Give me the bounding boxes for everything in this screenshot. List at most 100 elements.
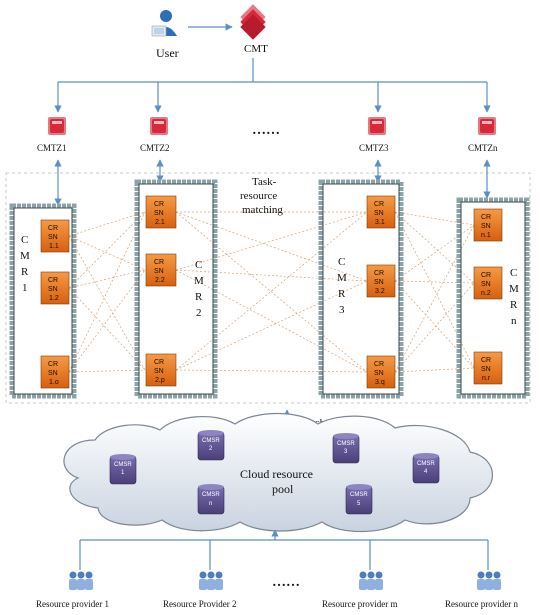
svg-text:SN: SN [154,268,164,275]
csrn-node: CR SN 2.2 [145,253,177,287]
cmr-label-1-m: M [20,250,30,262]
cmr-label-3-c: C [338,256,345,268]
svg-text:SN: SN [48,370,58,377]
cmr-group-1: C M R 1 CR SN 1.1 CR SN 1.2 CR SN 1.o [9,203,77,399]
cmr-label-3-num: 3 [339,304,345,316]
csrn-node: CR SN 3.1 [366,195,396,229]
cloud-title-line1: Cloud resource [240,467,313,481]
provider-label-4: Resource provider n [445,599,518,609]
provider-group-icon-3 [359,571,383,590]
zone-icon-2 [150,117,168,135]
csrn-node: CR SN 2.1 [145,195,177,229]
user-icon [151,10,177,37]
matching-label-line3: matching [242,204,283,216]
csrn-node: CR SN 1.2 [40,271,70,305]
svg-text:CR: CR [481,272,491,279]
zone-label-n: CMTZn [468,143,498,153]
cmt-distribution-lines [54,58,491,113]
cmr-group-n: C M R n CR SN n.1 CR SN n.2 CR SN n.r [456,197,530,399]
svg-text:CMSR: CMSR [202,438,220,444]
provider-group-icon-1 [69,571,93,590]
svg-text:1.o: 1.o [49,379,59,386]
csrn-node: CR SN 1.1 [40,219,70,253]
provider-ellipsis: …… [272,575,300,590]
server-icon: CMSR 3 [332,433,360,464]
zone-label-1: CMTZ1 [37,143,67,153]
cmt-label: CMT [244,43,268,55]
server-icon: CMSR 4 [412,453,440,484]
svg-text:1.1: 1.1 [49,243,59,250]
zone-label-3: CMTZ3 [359,143,389,153]
csrn-node: CR SN n.2 [473,266,503,300]
cloud-title-line2: pool [272,482,294,496]
svg-text:CMSR: CMSR [417,461,435,467]
server-icon: CMSR 5 [345,484,373,515]
cross-connection-lines [68,211,475,373]
svg-text:n.r: n.r [482,375,491,382]
svg-text:CR: CR [48,277,58,284]
svg-text:SN: SN [481,366,491,373]
svg-text:3.q: 3.q [375,379,385,386]
csrn-node: CR SN 3.q [366,355,396,389]
svg-text:CR: CR [481,357,491,364]
cmr-label-1-r: R [21,266,29,278]
matching-label-line1: Task- [252,176,277,188]
csrn-node: CR SN 3.2 [366,264,396,298]
provider-group-icon-2 [199,571,223,590]
cmt-icon [240,4,266,40]
svg-text:1.2: 1.2 [49,295,59,302]
cmr-label-2-r: R [195,291,203,303]
svg-text:4: 4 [424,469,428,475]
svg-text:CR: CR [48,225,58,232]
cmr-label-n-r: R [510,299,518,311]
svg-text:CR: CR [374,361,384,368]
svg-text:3.1: 3.1 [375,219,385,226]
cmr-group-3: C M R 3 CR SN 3.1 CR SN 3.2 CR SN 3.q [318,179,404,399]
svg-text:SN: SN [48,286,58,293]
svg-text:CR: CR [48,361,58,368]
cmr-label-2-num: 2 [196,307,202,319]
svg-text:1: 1 [121,470,125,476]
cmr-label-1-num: 1 [22,282,28,294]
provider-label-3: Resource provider m [322,599,397,609]
svg-text:SN: SN [481,223,491,230]
svg-text:2: 2 [209,446,213,452]
svg-text:SN: SN [48,234,58,241]
svg-text:CR: CR [154,359,164,366]
provider-label-1: Resource provider 1 [36,599,109,609]
server-icon: CMSR 2 [197,430,225,461]
svg-text:2.1: 2.1 [155,219,165,226]
cmr-label-3-m: M [337,272,347,284]
csrn-node: CR SN n.r [473,351,503,385]
svg-text:SN: SN [374,370,384,377]
svg-text:2.2: 2.2 [155,277,165,284]
svg-text:n.2: n.2 [481,290,491,297]
cmr-label-n-m: M [509,283,519,295]
server-icon: CMSR n [197,484,225,515]
svg-text:CR: CR [374,201,384,208]
csrn-node: CR SN 1.o [40,355,70,389]
svg-text:CMSR: CMSR [114,462,132,468]
svg-text:CR: CR [481,214,491,221]
svg-text:CMSR: CMSR [202,492,220,498]
zone-icon-1 [48,117,66,135]
zone-to-cmr-arrows [54,159,491,206]
provider-label-2: Resource Provider 2 [163,599,236,609]
zone-ellipsis: …… [252,123,280,138]
svg-text:3.2: 3.2 [375,288,385,295]
svg-text:SN: SN [374,210,384,217]
server-icon: CMSR 1 [109,454,137,485]
zone-label-2: CMTZ2 [140,143,170,153]
svg-text:CR: CR [154,201,164,208]
svg-text:SN: SN [154,210,164,217]
cmr-label-n-c: C [510,267,517,279]
cmr-label-1-c: C [21,234,28,246]
matching-label-line2: resource [240,190,277,202]
svg-text:SN: SN [154,368,164,375]
svg-text:2.p: 2.p [155,377,165,384]
svg-text:CR: CR [374,270,384,277]
user-label: User [156,46,179,60]
svg-text:n: n [209,501,212,507]
cmr-group-2: C M R 2 CR SN 2.1 CR SN 2.2 CR SN 2.p [134,179,218,399]
